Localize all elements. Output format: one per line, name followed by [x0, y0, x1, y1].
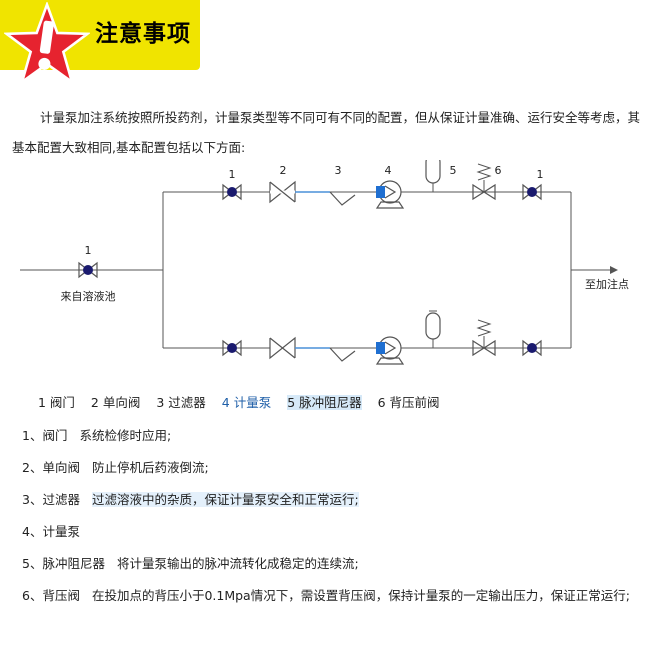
- top-back-pressure-valve: [472, 163, 496, 201]
- note-item: 5、脉冲阻尼器将计量泵输出的脉冲流转化成稳定的连续流;: [22, 553, 359, 572]
- note-title: 3、过滤器: [22, 492, 80, 507]
- note-title: 2、单向阀: [22, 460, 80, 475]
- label-pump: 4: [385, 164, 392, 177]
- inlet-valve-number: 1: [85, 244, 92, 257]
- legend-item-filter: 3 过滤器: [156, 395, 206, 410]
- note-desc: 防止停机后药液倒流;: [91, 460, 209, 475]
- outlet-arrow-icon: [610, 266, 618, 274]
- note-title: 5、脉冲阻尼器: [22, 556, 105, 571]
- legend-item-pump: 4 计量泵: [221, 395, 272, 410]
- label-valve-2: 1: [537, 168, 544, 181]
- note-title: 6、背压阀: [22, 588, 80, 603]
- note-item: 2、单向阀防止停机后药液倒流;: [22, 457, 209, 476]
- note-desc: 在投加点的背压小于0.1Mpa情况下，需设置背压阀，保持计量泵的一定输出压力，保…: [91, 588, 630, 603]
- note-title: 4、计量泵: [22, 524, 80, 539]
- bottom-metering-pump: [375, 336, 405, 365]
- label-filter: 3: [335, 164, 342, 177]
- top-pulsation-damper: [425, 160, 441, 192]
- note-title: 1、阀门: [22, 428, 68, 443]
- legend-item-check-valve: 2 单向阀: [90, 395, 141, 410]
- note-desc: 系统检修时应用;: [79, 428, 172, 443]
- label-damper: 5: [450, 164, 457, 177]
- label-back-pressure-valve: 6: [495, 164, 502, 177]
- note-item: 1、阀门系统检修时应用;: [22, 425, 171, 444]
- top-filter: [295, 191, 356, 206]
- bottom-back-pressure-valve: [472, 319, 496, 357]
- bottom-check-valve: [269, 336, 296, 360]
- exclamation-star-icon: [4, 2, 90, 86]
- intro-paragraph: 计量泵加注系统按照所投药剂，计量泵类型等不同可有不同的配置，但从保证计量准确、运…: [12, 110, 641, 155]
- note-item: 3、过滤器过滤溶液中的杂质，保证计量泵安全和正常运行;: [22, 489, 359, 508]
- label-valve-1: 1: [229, 168, 236, 181]
- bottom-filter: [295, 347, 356, 362]
- legend-item-back-pressure-valve: 6 背压前阀: [377, 395, 440, 410]
- inlet-label: 来自溶液池: [61, 289, 116, 303]
- top-check-valve: [269, 180, 296, 204]
- outlet-label: 至加注点: [585, 277, 629, 291]
- legend-item-damper: 5 脉冲阻尼器: [287, 395, 362, 410]
- top-metering-pump: [375, 180, 405, 209]
- note-item: 4、计量泵: [22, 521, 92, 540]
- label-check-valve: 2: [280, 164, 287, 177]
- legend-item-valve: 1 阀门: [38, 395, 75, 410]
- bottom-pulsation-damper: [425, 310, 441, 348]
- page-title: 注意事项: [95, 21, 191, 47]
- note-desc: 将计量泵输出的脉冲流转化成稳定的连续流;: [116, 556, 359, 571]
- note-item: 6、背压阀在投加点的背压小于0.1Mpa情况下，需设置背压阀，保持计量泵的一定输…: [22, 585, 630, 604]
- note-desc: 过滤溶液中的杂质，保证计量泵安全和正常运行;: [91, 492, 359, 507]
- dosing-system-diagram: 1 来自溶液池 至加注点 1 2 3 4 5 6 1: [20, 160, 629, 365]
- component-legend: 1 阀门 2 单向阀 3 过滤器 4 计量泵 5 脉冲阻尼器 6 背压前阀: [38, 392, 452, 411]
